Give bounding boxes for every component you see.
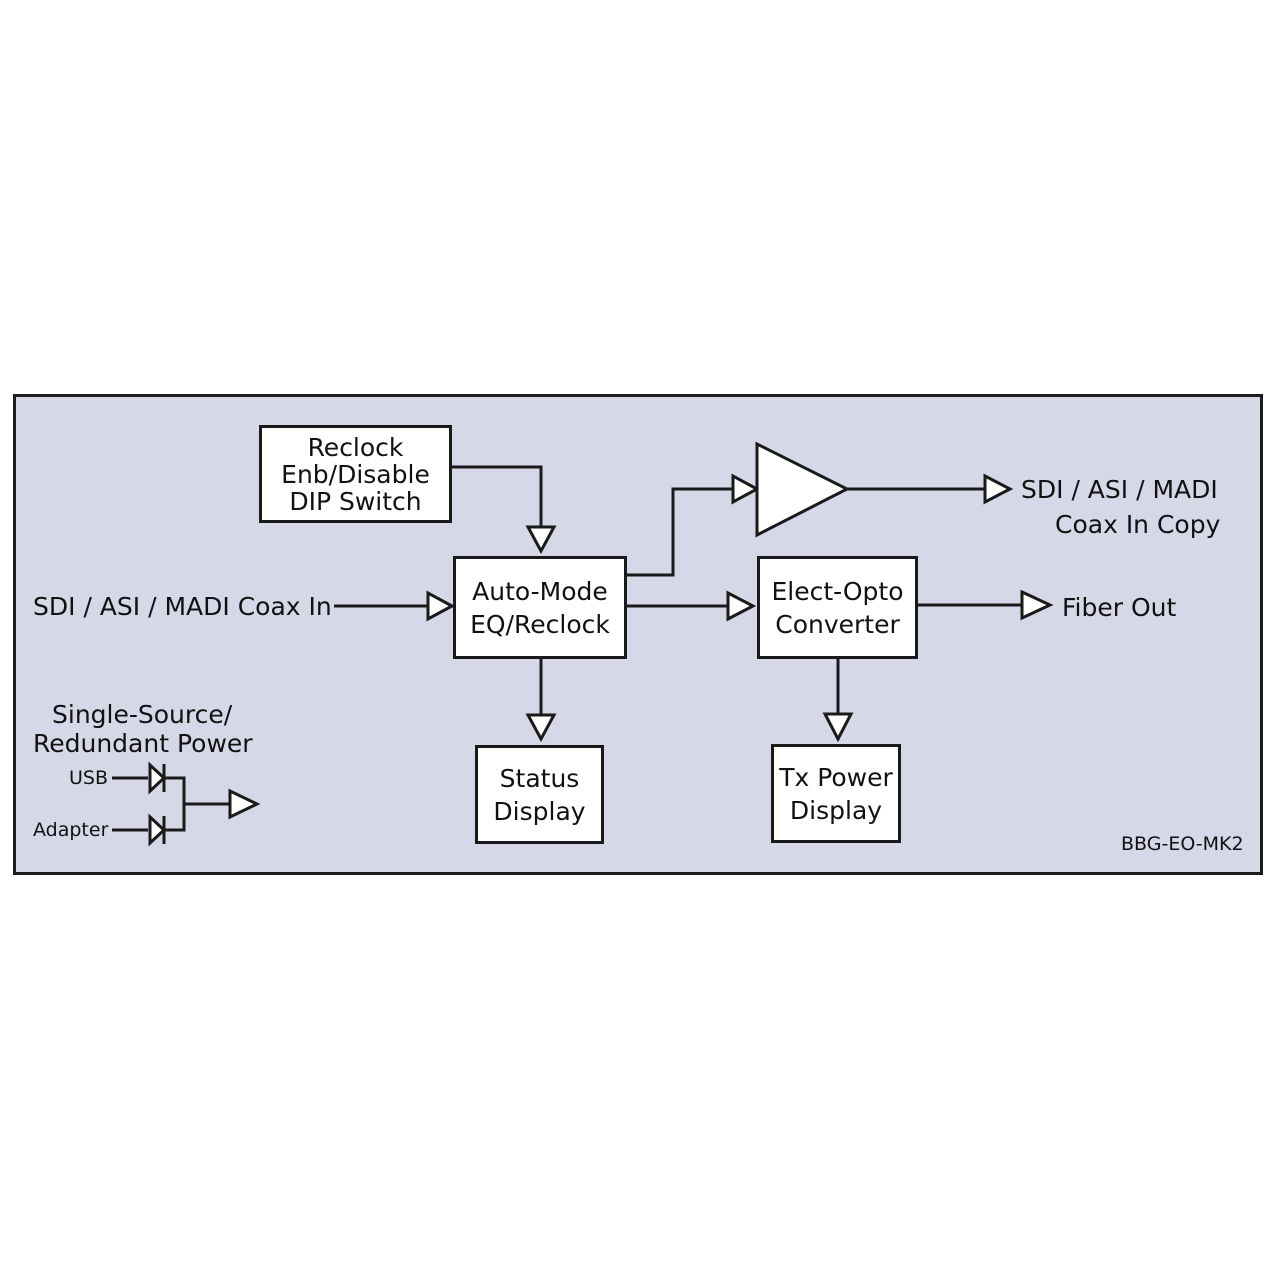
power-title-line1: Single-Source/ — [52, 700, 233, 729]
block-line: Elect-Opto — [771, 576, 904, 606]
amplifier-triangle — [755, 441, 851, 538]
adapter-label: Adapter — [33, 819, 109, 841]
block-line: Tx Power — [779, 762, 893, 792]
elect-opto-converter-block: Elect-Opto Converter — [757, 556, 918, 659]
wire — [452, 465, 543, 527]
arrowhead — [525, 713, 557, 743]
adapter-diode — [148, 813, 167, 847]
wire — [164, 776, 186, 832]
arrowhead — [726, 590, 757, 622]
block-line: Converter — [775, 609, 900, 639]
arrowhead — [228, 788, 261, 820]
usb-diode — [148, 761, 167, 795]
arrowhead — [983, 473, 1014, 505]
arrowhead — [1020, 589, 1054, 621]
wire — [627, 487, 733, 577]
block-line: Display — [493, 796, 586, 826]
eq-reclock-block: Auto-Mode EQ/Reclock — [453, 556, 627, 659]
block-line: Reclock — [307, 432, 404, 462]
fiber-out-label: Fiber Out — [1062, 593, 1177, 622]
tx-power-display-block: Tx Power Display — [771, 744, 901, 843]
diagram-panel — [13, 394, 1263, 875]
power-title-line2: Redundant Power — [33, 729, 253, 758]
block-line: Display — [789, 795, 883, 825]
arrowhead — [731, 473, 761, 505]
block-line: Auto-Mode — [472, 576, 608, 606]
status-display-block: Status Display — [475, 745, 604, 844]
coax-copy-label-line2: Coax In Copy — [1055, 510, 1221, 539]
block-line: EQ/Reclock — [470, 609, 610, 639]
arrowhead — [426, 590, 456, 622]
usb-label: USB — [69, 767, 109, 789]
coax-in-label: SDI / ASI / MADI Coax In — [33, 592, 332, 621]
block-line: Enb/Disable — [281, 459, 430, 489]
block-line: Status — [499, 763, 580, 793]
arrowhead — [525, 525, 557, 555]
coax-copy-label-line1: SDI / ASI / MADI — [1021, 475, 1218, 504]
arrowhead — [822, 712, 854, 743]
reclock-switch-block: Reclock Enb/Disable DIP Switch — [259, 425, 452, 523]
block-line: DIP Switch — [289, 486, 422, 516]
model-label: BBG-EO-MK2 — [1121, 833, 1244, 855]
